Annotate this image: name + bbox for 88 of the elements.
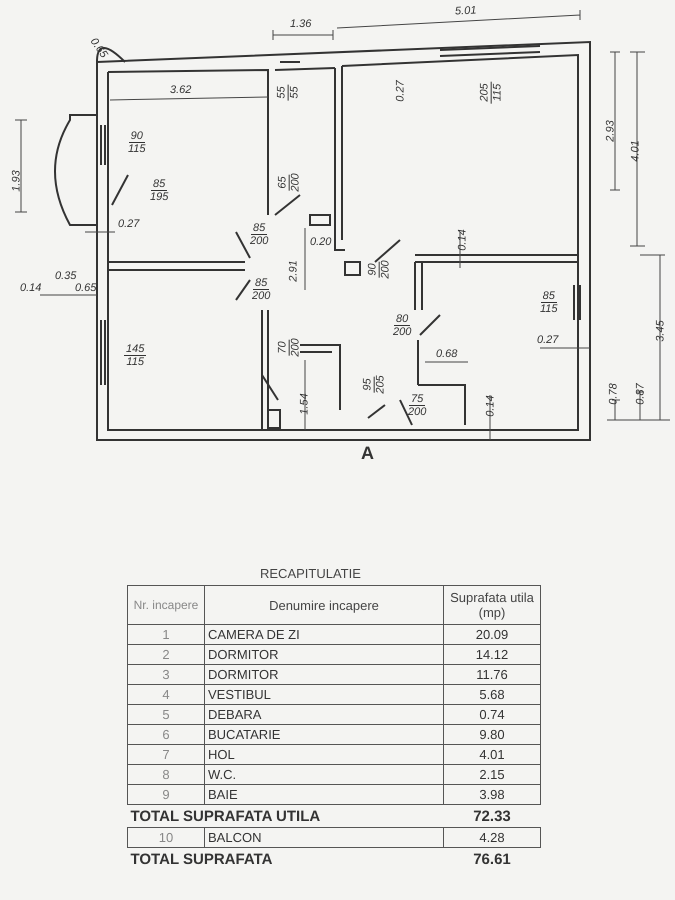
dimension-label: 1.54: [298, 393, 311, 415]
table-cell: 11.76: [444, 664, 540, 684]
opening-size-label: 145: [124, 343, 146, 356]
opening-size-label: 115: [128, 143, 146, 155]
opening-size-label: 95: [362, 376, 375, 393]
table-cell: DORMITOR: [204, 664, 444, 684]
dimension-label: 0.87: [634, 383, 647, 405]
table-cell: HOL: [204, 744, 444, 764]
header-cell: Suprafata utila (mp): [444, 586, 540, 624]
opening-size-label: 65: [276, 174, 290, 191]
dimension-label: 1.36: [290, 18, 312, 30]
dimension-label: 0.14: [20, 282, 42, 294]
dimension-label: 3.62: [170, 84, 192, 96]
total-value: 72.33: [444, 804, 540, 828]
opening-size-label: 55: [288, 86, 301, 99]
opening-size-label: 200: [290, 338, 302, 357]
opening-size-label: 205: [374, 375, 387, 394]
opening-size-label: 85: [251, 222, 268, 235]
table-cell: VESTIBUL: [204, 684, 444, 704]
total-value: 76.61: [444, 848, 540, 870]
opening-size-label: 200: [408, 406, 426, 418]
dimension-label: 2.91: [288, 260, 300, 282]
table-cell: 5: [128, 704, 204, 724]
dimension-label: 0.20: [310, 236, 332, 248]
table-cell: 4.28: [444, 828, 540, 848]
header-cell: Denumire incapere: [204, 586, 444, 624]
opening-size-label: 115: [492, 84, 504, 102]
entrance-label: A: [361, 443, 374, 464]
opening-size-label: 90: [128, 130, 145, 143]
dimension-label: 3.45: [654, 320, 667, 342]
opening-size-label: 55: [276, 84, 289, 101]
dimension-label: 1.93: [10, 170, 23, 192]
dimension-label: 0.27: [394, 80, 407, 102]
dimension-label: 5.01: [454, 4, 477, 18]
table-cell: 5.68: [444, 684, 540, 704]
table-cell: 3: [128, 664, 204, 684]
dimension-label: 0.14: [484, 395, 497, 417]
dimension-label: 0.65: [75, 282, 96, 294]
opening-size-label: 85: [540, 290, 557, 303]
table-cell: 6: [128, 724, 204, 744]
dimension-label: 0.27: [118, 218, 140, 230]
dimension-label: 0.78: [608, 383, 620, 405]
table-cell: 4.01: [444, 744, 540, 764]
table-cell: 0.74: [444, 704, 540, 724]
table-cell: 3.98: [444, 784, 540, 804]
opening-size-label: 115: [540, 303, 558, 315]
opening-size-label: 200: [250, 235, 268, 247]
opening-size-label: 80: [394, 313, 410, 326]
opening-size-label: 205: [478, 81, 492, 104]
opening-size-label: 200: [290, 173, 302, 192]
opening-size-label: 85: [253, 277, 270, 290]
dimension-label: 0.14: [456, 229, 469, 251]
table-cell: 4: [128, 684, 204, 704]
opening-size-label: 115: [126, 356, 144, 368]
table-cell: 9.80: [444, 724, 540, 744]
table-title: RECAPITULATIE: [260, 566, 361, 581]
table-cell: BALCON: [204, 828, 444, 848]
opening-size-label: 200: [252, 290, 270, 302]
dimension-label: 0.35: [55, 270, 76, 282]
opening-size-label: 70: [276, 339, 290, 356]
total-label: TOTAL SUPRAFATA UTILA: [128, 804, 444, 828]
table-cell: 1: [128, 624, 204, 644]
table-cell: 8: [128, 764, 204, 784]
opening-size-label: 75: [409, 393, 426, 406]
dimension-label: 0.27: [537, 334, 558, 346]
opening-size-label: 90: [366, 261, 380, 278]
table-cell: W.C.: [204, 764, 444, 784]
table-cell: BUCATARIE: [204, 724, 444, 744]
table-cell: 20.09: [444, 624, 540, 644]
table-cell: DEBARA: [204, 704, 444, 724]
total-label: TOTAL SUPRAFATA: [128, 848, 444, 870]
table-cell: DORMITOR: [204, 644, 444, 664]
dimension-label: 2.93: [604, 120, 617, 142]
dimension-label: 4.01: [630, 140, 642, 162]
opening-size-label: 85: [151, 178, 168, 191]
opening-size-label: 195: [150, 191, 168, 203]
opening-size-label: 200: [393, 326, 412, 338]
table-cell: 2: [128, 644, 204, 664]
table-cell: 2.15: [444, 764, 540, 784]
opening-size-label: 200: [380, 260, 392, 279]
table-cell: BAIE: [204, 784, 444, 804]
table-cell: 7: [128, 744, 204, 764]
table-cell: 9: [128, 784, 204, 804]
table-cell: CAMERA DE ZI: [204, 624, 444, 644]
header-cell: Nr. incapere: [128, 586, 204, 624]
table-cell: 14.12: [444, 644, 540, 664]
table-cell: 10: [128, 828, 204, 848]
dimension-label: 0.68: [436, 348, 458, 360]
